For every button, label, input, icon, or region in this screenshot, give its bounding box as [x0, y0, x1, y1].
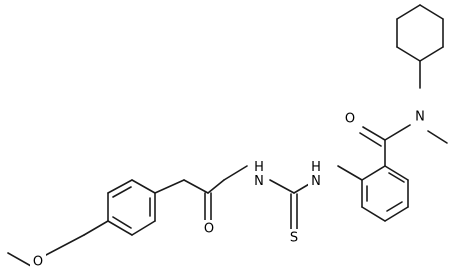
- bond-acyl-ch2: [207, 179, 225, 194]
- bond-thiocarbon-nh: [269, 179, 295, 194]
- bond-anisole: [131, 220, 156, 236]
- bond-cyclohexane: [396, 46, 421, 62]
- bond-nh-acyl: [223, 165, 248, 181]
- atom-methoxy-oxygen: O: [33, 255, 43, 270]
- bond-n-methyl: [427, 130, 448, 144]
- bond-benzene: [361, 165, 386, 181]
- bond-anisole: [107, 220, 133, 236]
- bond-methoxy-methyl: [7, 252, 32, 267]
- bond-amide-co-double: [359, 132, 382, 147]
- bond-ring-methoxy-o: [83, 220, 109, 236]
- label-bg: [201, 220, 217, 238]
- bond-acyl-ch2-link: [183, 179, 209, 194]
- bond-benzene: [384, 206, 409, 222]
- bond-lines: [7, 4, 448, 267]
- label-bg: [308, 158, 324, 190]
- bond-ring-methoxy-o: [45, 234, 85, 256]
- bond-anisole-inner: [112, 186, 132, 198]
- label-bg: [412, 108, 428, 126]
- bond-cyclohexane: [419, 46, 444, 62]
- bond-anisole: [107, 179, 133, 194]
- bond-anisole-inner: [112, 216, 132, 229]
- label-backgrounds: [30, 108, 428, 271]
- bond-cyclohexane: [396, 4, 421, 20]
- label-bg: [251, 158, 267, 190]
- bond-benzene: [384, 165, 409, 181]
- atom-sulfur: S: [290, 231, 298, 246]
- bond-cyclohexane: [419, 4, 444, 20]
- atom-amide-oxygen: O: [345, 112, 355, 127]
- atom-acyl-oxygen: O: [204, 222, 214, 237]
- label-bg: [342, 110, 358, 128]
- bond-benzene: [361, 206, 386, 222]
- atom-amide-nitrogen: N: [415, 110, 425, 125]
- bond-ch2-ring: [154, 179, 185, 194]
- bond-n-carbonyl: [384, 124, 411, 141]
- bond-ring-nh: [337, 165, 363, 181]
- label-bg: [287, 229, 301, 247]
- bond-benzene-inner: [388, 172, 405, 183]
- label-bg: [30, 253, 46, 271]
- bond-benzene-inner: [386, 201, 403, 212]
- bond-anisole: [131, 179, 156, 194]
- bond-amide-co-double: [362, 126, 386, 141]
